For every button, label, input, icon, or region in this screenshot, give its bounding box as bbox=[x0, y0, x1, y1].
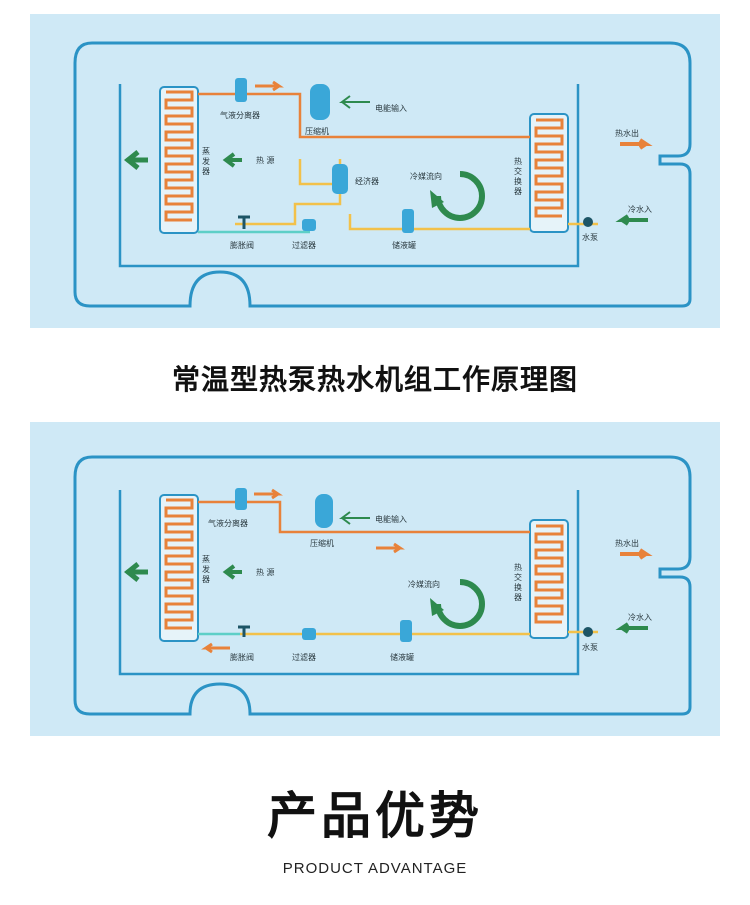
power-input-label: 电能输入 bbox=[375, 103, 407, 113]
receiver bbox=[402, 209, 414, 233]
compressor-label-2: 压缩机 bbox=[310, 538, 334, 548]
receiver-label-2: 储液罐 bbox=[390, 652, 414, 662]
diagram-panel-1: 蒸发器 热交换器 气液分离器 压缩机 电能输入 经济器 热 源 冷媒流向 储液罐 bbox=[30, 14, 720, 328]
flow-arrow-1 bbox=[255, 80, 284, 92]
water-pump-label-2: 水泵 bbox=[582, 642, 598, 652]
compressor-2 bbox=[315, 494, 333, 528]
flow-arrow-2 bbox=[254, 488, 283, 500]
power-input-label-2: 电能输入 bbox=[375, 514, 407, 524]
compressor-label: 压缩机 bbox=[305, 126, 329, 136]
filter-label-2: 过滤器 bbox=[292, 652, 316, 662]
diagram-caption: 常温型热泵热水机组工作原理图 bbox=[171, 363, 578, 396]
hot-water-out-label-2: 热水出 bbox=[615, 538, 639, 548]
filter bbox=[302, 219, 316, 231]
diagram-panel-2: 蒸发器 热交换器 气液分离器 压缩机 电能输入 热 源 冷媒流向 储液罐 过滤器… bbox=[30, 422, 720, 736]
hot-water-out-arrow-2 bbox=[620, 548, 653, 560]
expansion-valve bbox=[238, 215, 250, 229]
inner-frame-2 bbox=[118, 490, 580, 676]
power-input-arrow bbox=[339, 95, 370, 109]
gas-liquid-separator-2 bbox=[235, 488, 247, 510]
filter-2 bbox=[302, 628, 316, 640]
advantage-title: 产品优势 bbox=[267, 787, 483, 845]
cold-water-in-arrow bbox=[615, 214, 648, 226]
expansion-valve-2 bbox=[238, 625, 250, 637]
refrigerant-flow-arrowhead bbox=[430, 190, 444, 208]
filter-label: 过滤器 bbox=[292, 240, 316, 250]
heat-source-arrow bbox=[222, 152, 242, 168]
casing-outline-2 bbox=[73, 455, 692, 716]
heat-pump-diagram-1: 蒸发器 热交换器 气液分离器 压缩机 电能输入 经济器 热 源 冷媒流向 储液罐 bbox=[73, 41, 692, 308]
hot-water-out-arrow bbox=[620, 138, 653, 150]
inner-frame bbox=[118, 84, 580, 268]
refrigerant-flow-circle-2 bbox=[435, 579, 485, 629]
economizer bbox=[332, 164, 348, 194]
cold-water-in-label: 冷水入 bbox=[628, 204, 652, 214]
refrigerant-flow-circle bbox=[435, 171, 485, 221]
gas-liquid-separator bbox=[235, 78, 247, 102]
heat-exchanger-serpentine bbox=[534, 118, 564, 218]
gas-liquid-separator-label: 气液分离器 bbox=[220, 110, 260, 120]
economizer-label: 经济器 bbox=[355, 176, 379, 186]
hot-pipe-main bbox=[198, 92, 530, 139]
expansion-valve-label: 膨胀阀 bbox=[230, 240, 254, 250]
refrigerant-flow-arrowhead-2 bbox=[430, 598, 444, 616]
evaporator-label-2: 蒸发器 bbox=[202, 554, 210, 584]
return-arrow-2 bbox=[201, 642, 230, 654]
heat-pump-diagram-2: 蒸发器 热交换器 气液分离器 压缩机 电能输入 热 源 冷媒流向 储液罐 过滤器… bbox=[73, 455, 692, 716]
heat-source-arrow-2 bbox=[222, 564, 242, 580]
evaporator-serpentine bbox=[164, 90, 194, 222]
refrigerant-flow-label-2: 冷媒流向 bbox=[408, 579, 440, 589]
refrigerant-flow-label: 冷媒流向 bbox=[410, 171, 442, 181]
heat-source-label: 热 源 bbox=[256, 155, 275, 165]
gas-liquid-separator-label-2: 气液分离器 bbox=[208, 518, 248, 528]
evaporator-label: 蒸发器 bbox=[202, 146, 210, 176]
evaporator-serpentine-2 bbox=[164, 498, 194, 630]
heat-source-label-2: 热 源 bbox=[256, 567, 275, 577]
cold-water-in-arrow-2 bbox=[615, 622, 648, 634]
cold-water-in-label-2: 冷水入 bbox=[628, 612, 652, 622]
heat-exchanger-label: 热交换器 bbox=[514, 156, 522, 196]
flow-arrow-3 bbox=[376, 542, 405, 554]
water-pump-icon bbox=[583, 217, 593, 227]
heat-exchanger-serpentine-2 bbox=[534, 524, 564, 624]
compressor bbox=[310, 84, 330, 120]
power-input-arrow-2 bbox=[339, 511, 370, 525]
advantage-subtitle: PRODUCT ADVANTAGE bbox=[282, 860, 468, 877]
water-pump-label: 水泵 bbox=[582, 232, 598, 242]
exhaust-arrow bbox=[123, 150, 148, 170]
receiver-label: 储液罐 bbox=[392, 240, 416, 250]
exhaust-arrow-2 bbox=[123, 562, 148, 582]
heat-exchanger-label-2: 热交换器 bbox=[514, 562, 522, 602]
hot-water-out-label: 热水出 bbox=[615, 128, 639, 138]
expansion-valve-label-2: 膨胀阀 bbox=[230, 652, 254, 662]
water-pump-icon-2 bbox=[583, 627, 593, 637]
casing-outline bbox=[73, 41, 692, 308]
receiver-2 bbox=[400, 620, 412, 642]
